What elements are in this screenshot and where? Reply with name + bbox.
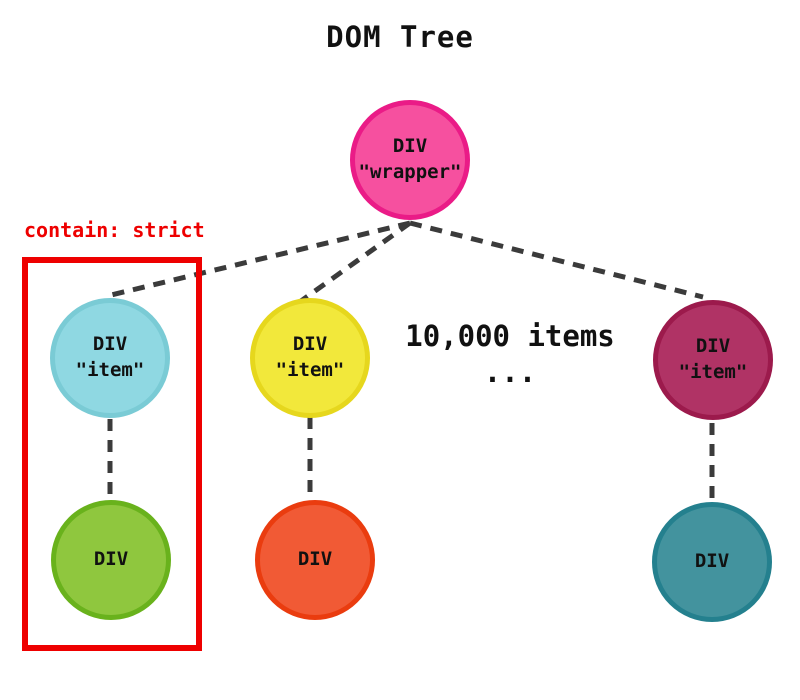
- node-div-child-2: DIV: [255, 500, 375, 620]
- node-div-wrapper: DIV "wrapper": [350, 100, 470, 220]
- items-count-line1: 10,000 items: [405, 319, 615, 353]
- node-label-line2: "item": [678, 361, 748, 383]
- node-div-item-1: DIV "item": [50, 298, 170, 418]
- edge-wrapper-item3: [409, 220, 704, 300]
- items-count-ellipsis: ...: [483, 355, 537, 390]
- node-label-line2: "wrapper": [358, 161, 462, 183]
- diagram-title: DOM Tree: [326, 20, 474, 54]
- edge-wrapper-item2: [299, 220, 412, 304]
- contain-strict-label: contain: strict: [24, 218, 205, 242]
- node-div-item-2: DIV "item": [250, 298, 370, 418]
- node-label-line1: DIV: [92, 333, 128, 356]
- node-label-line2: "item": [75, 359, 145, 381]
- node-div-child-3: DIV: [652, 502, 772, 622]
- node-label-line1: DIV: [93, 548, 129, 571]
- node-label-line1: DIV: [297, 548, 333, 571]
- node-label-line1: DIV: [694, 550, 730, 573]
- items-count-label: 10,000 items ...: [398, 318, 622, 391]
- edge-wrapper-item1: [106, 220, 411, 299]
- node-label-line2: "item": [275, 359, 345, 381]
- node-label-line1: DIV: [392, 135, 428, 158]
- node-label-line1: DIV: [292, 333, 328, 356]
- node-div-child-1: DIV: [51, 500, 171, 620]
- node-label-line1: DIV: [695, 335, 731, 358]
- node-div-item-3: DIV "item": [653, 300, 773, 420]
